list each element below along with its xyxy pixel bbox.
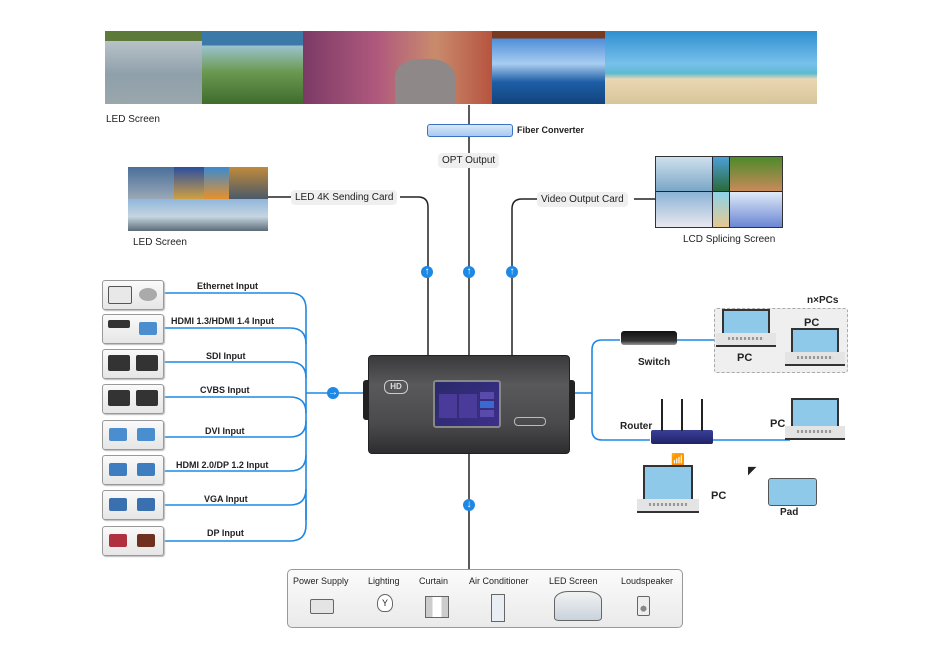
control-label: Loudspeaker xyxy=(621,576,674,586)
desktop-pc-icon xyxy=(102,490,164,520)
power-strip-icon xyxy=(310,599,334,614)
arrow-up-icon: ↑ xyxy=(463,266,475,278)
arrow-down-icon: ↓ xyxy=(463,499,475,511)
input-label: HDMI 2.0/DP 1.2 Input xyxy=(176,460,269,470)
pc-label: PC xyxy=(770,418,786,430)
wireless-signal-icon: ◤ xyxy=(748,465,757,477)
arrow-right-icon: → xyxy=(327,387,339,399)
wifi-icon: 📶 xyxy=(671,454,685,466)
video-processor-device: HD xyxy=(363,355,575,454)
touch-screen[interactable] xyxy=(433,380,501,428)
pc-label: PC xyxy=(804,317,820,329)
environment-controls-bar: Power Supply Lighting Curtain Air Condit… xyxy=(287,569,683,628)
router-label: Router xyxy=(620,421,653,432)
tablet-icon xyxy=(768,478,817,506)
arrow-up-icon: ↑ xyxy=(506,266,518,278)
device-logo: HD xyxy=(384,380,408,394)
air-conditioner-icon xyxy=(491,594,505,622)
fiber-converter-icon xyxy=(427,124,513,137)
left-led-screen-image xyxy=(128,167,268,231)
input-label: DP Input xyxy=(207,528,244,538)
input-label: CVBS Input xyxy=(200,385,250,395)
top-led-screen-label: LED Screen xyxy=(106,114,160,125)
video-output-card-label: Video Output Card xyxy=(537,192,628,207)
laptop-icon xyxy=(637,465,699,513)
input-label: HDMI 1.3/HDMI 1.4 Input xyxy=(171,316,275,326)
input-label: SDI Input xyxy=(206,351,246,361)
control-label: LED Screen xyxy=(549,576,598,586)
laptop-icon xyxy=(785,328,845,366)
laptop-icon xyxy=(785,398,845,440)
switch-label: Switch xyxy=(638,357,671,368)
router-icon xyxy=(651,430,713,444)
input-label: Ethernet Input xyxy=(197,281,258,291)
pc-label: PC xyxy=(737,352,753,364)
pad-label: Pad xyxy=(780,507,799,518)
curtain-icon xyxy=(425,596,449,618)
light-bulb-icon: Y xyxy=(377,594,393,612)
lcd-splicing-screen-label: LCD Splicing Screen xyxy=(683,234,776,245)
video-camera-icon xyxy=(102,349,164,379)
control-label: Air Conditioner xyxy=(469,576,529,586)
lcd-splicing-screen-image xyxy=(655,156,783,228)
input-label: VGA Input xyxy=(204,494,248,504)
top-led-screen-image xyxy=(105,31,817,104)
control-label: Power Supply xyxy=(293,576,349,586)
arrow-up-icon: ↑ xyxy=(421,266,433,278)
loudspeaker-icon xyxy=(637,596,650,616)
opt-output-label: OPT Output xyxy=(438,153,500,168)
control-label: Lighting xyxy=(368,576,400,586)
led-4k-sending-card-label: LED 4K Sending Card xyxy=(291,190,398,205)
control-label: Curtain xyxy=(419,576,449,586)
switch-icon xyxy=(621,331,677,345)
input-label: DVI Input xyxy=(205,426,245,436)
pc-label: PC xyxy=(711,490,727,502)
curved-led-screen-icon xyxy=(554,591,602,621)
laptop-icon xyxy=(716,309,776,347)
converter-box-icon xyxy=(102,384,164,414)
left-led-screen-label: LED Screen xyxy=(133,237,187,248)
laptop-icon xyxy=(102,455,164,485)
camera-icon xyxy=(102,280,164,310)
monitor-icon xyxy=(102,526,164,556)
fiber-converter-label: Fiber Converter xyxy=(517,125,585,135)
desktop-pc-icon xyxy=(102,420,164,450)
pc-group-label: n×PCs xyxy=(807,295,839,306)
projector-laptop-icon xyxy=(102,314,164,344)
